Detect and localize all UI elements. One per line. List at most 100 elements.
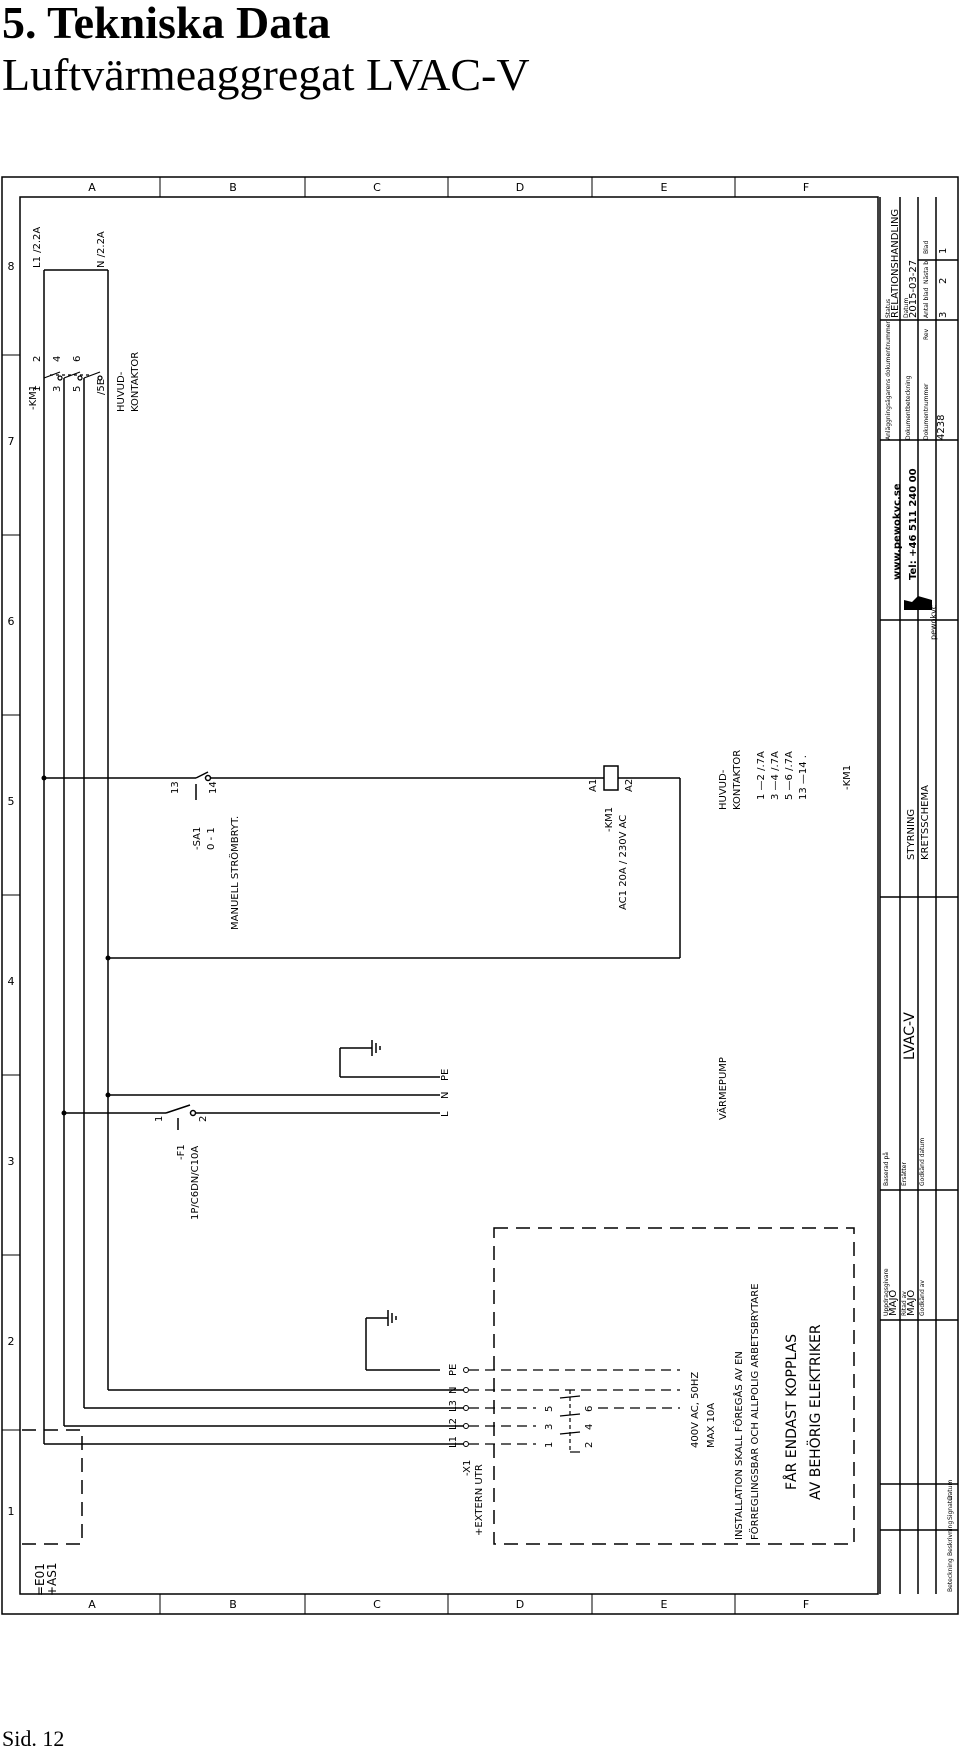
f1-terminal: 2: [198, 1116, 209, 1122]
km1-xref-contact: 5 —6 /.7A: [784, 751, 795, 800]
tb-designation: LVAC-V: [902, 1012, 918, 1060]
contactor-title-2: KONTAKTOR: [732, 750, 743, 810]
row-letter-top: E: [661, 181, 668, 194]
km1-coil-label: -KM1: [604, 807, 615, 832]
col-number: 3: [8, 1155, 15, 1168]
km1-coil-terminal: A1: [588, 779, 599, 792]
sa1-terminal: 13: [170, 781, 181, 794]
km1-main-label: -KM1: [28, 385, 39, 410]
designation-top: =E01: [33, 1563, 47, 1596]
warning-2: AV BEHÖRIG ELEKTRIKER: [806, 1324, 824, 1500]
tb-status: RELATIONSHANDLING: [890, 209, 901, 318]
km1-main-terminal: 3: [52, 386, 63, 392]
x1-terminal: L3: [448, 1400, 459, 1412]
km1-coil-rating: AC1 20A / 230V AC: [618, 815, 629, 910]
tb-replaces-label: Ersätter: [901, 1162, 908, 1186]
col-number: 4: [8, 975, 15, 988]
page-title: 5. Tekniska Data: [2, 0, 331, 48]
tb-status-label: Status: [885, 299, 892, 318]
tb-sheetnr-label: Nästa bl: [923, 259, 930, 284]
tb-title-2: KRETSSCHEMA: [920, 785, 931, 860]
tb-approved-label: Godkänd av: [919, 1280, 926, 1316]
km1-xref-label: -KM1: [842, 765, 853, 790]
sa1-terminal: 14: [208, 781, 219, 794]
row-letter-bottom: C: [373, 1598, 381, 1611]
pump-label: VÄRMEPUMP: [716, 1057, 729, 1120]
row-letter-bottom: A: [88, 1598, 96, 1611]
install-note-1: INSTALLATION SKALL FÖREGÅS AV EN: [732, 1351, 745, 1540]
supply-fuse: MAX 10A: [706, 1403, 717, 1448]
km1-main-terminal: 2: [32, 356, 43, 362]
tb-sheets-label: Antal blad: [923, 287, 930, 318]
tb-company-web: www.pewokvc.se: [892, 483, 903, 580]
tb-doc-label: Dokumentbeteckning: [905, 375, 912, 440]
km1-xref-contact: 1 —2 /.7A: [756, 751, 767, 800]
col-number: 8: [8, 260, 15, 273]
isolator-terminal: 6: [584, 1406, 595, 1412]
km1-main-terminal: 4: [52, 356, 63, 362]
pump-terminal: N: [440, 1092, 451, 1099]
km1-main-ref: /5E: [96, 379, 107, 395]
contactor-main-title-1: HUVUD-: [116, 371, 127, 412]
contactor-main-title-2: KONTAKTOR: [130, 352, 141, 412]
tb-rev-col: Beskrivning: [947, 1521, 954, 1556]
tb-rev-label: Rev: [923, 328, 930, 340]
tb-rev-col: Beteckning: [947, 1558, 954, 1592]
tb-sheet-label: Blad: [923, 241, 930, 254]
tb-rev-col: Signatur: [947, 1494, 954, 1520]
km1-xref-contact: 3 —4 /.7A: [770, 751, 781, 800]
company-logo: [904, 596, 932, 610]
x1-terminal: PE: [448, 1364, 459, 1376]
row-letter-top: F: [803, 181, 809, 194]
col-number: 5: [8, 795, 15, 808]
row-letter-top: A: [88, 181, 96, 194]
tb-rev-col: Datum: [947, 1480, 954, 1500]
tb-docnum-label: Dokumentnummer: [923, 383, 930, 440]
isolator-terminal: 5: [544, 1406, 555, 1412]
tb-sheet: 1: [938, 248, 949, 254]
row-letter-top: B: [229, 181, 237, 194]
x1-terminal: N: [448, 1387, 459, 1394]
tb-author-label: Uppdragsgivare: [883, 1268, 890, 1316]
x1-terminal: L2: [448, 1418, 459, 1430]
sa1-label: -SA1: [192, 827, 203, 850]
col-number: 7: [8, 435, 15, 448]
row-letter-bottom: E: [661, 1598, 668, 1611]
tb-docnum: 4238: [936, 415, 947, 440]
km1-main-terminal: 1: [32, 386, 43, 392]
km1-main-terminal: 6: [72, 356, 83, 362]
tb-sheetnr: 2: [938, 278, 949, 284]
km1-coil-terminal: A2: [624, 779, 635, 792]
isolator-terminal: 1: [544, 1442, 555, 1448]
f1-terminal: 1: [154, 1116, 165, 1122]
col-number: 2: [8, 1335, 15, 1348]
col-number: 6: [8, 615, 15, 628]
tb-based-label: Baserad på: [883, 1152, 890, 1186]
warning-1: FÅR ENDAST KOPPLAS: [783, 1334, 800, 1490]
external-unit-box: [493, 1227, 855, 1545]
tb-title-1: STYRNING: [906, 809, 917, 860]
external-box-label: +EXTERN UTR: [474, 1464, 485, 1536]
tb-approved2-label: Godkänd datum: [919, 1138, 926, 1186]
tb-sheets: 3: [938, 312, 949, 318]
x1-label: -X1: [462, 1460, 473, 1476]
output-n: N /2.2A: [96, 231, 107, 268]
isolator-terminal: 4: [584, 1424, 595, 1430]
f1-label: -F1: [176, 1144, 187, 1160]
pump-terminal: L: [440, 1111, 451, 1117]
output-l1: L1 /2.2A: [32, 227, 43, 268]
pump-terminal: PE: [440, 1069, 451, 1081]
sa1-desc: MANUELL STRÖMBRYT.: [228, 816, 241, 930]
f1-rating: 1P/C6DN/C10A: [190, 1146, 201, 1220]
row-letter-top: C: [373, 181, 381, 194]
row-letter-bottom: D: [516, 1598, 524, 1611]
tb-customer-doc: Anläggningsägarens dokumentnummer: [885, 321, 892, 440]
row-letter-bottom: B: [229, 1598, 237, 1611]
designation-bottom: +AS1: [45, 1562, 59, 1596]
supply-label: 400V AC, 50HZ: [690, 1372, 701, 1448]
km1-xref-contact: 13 —14 .: [798, 755, 809, 800]
tb-date-label: Datum: [903, 298, 910, 318]
km1-coil: [603, 765, 619, 791]
isolator-terminal: 2: [584, 1442, 595, 1448]
